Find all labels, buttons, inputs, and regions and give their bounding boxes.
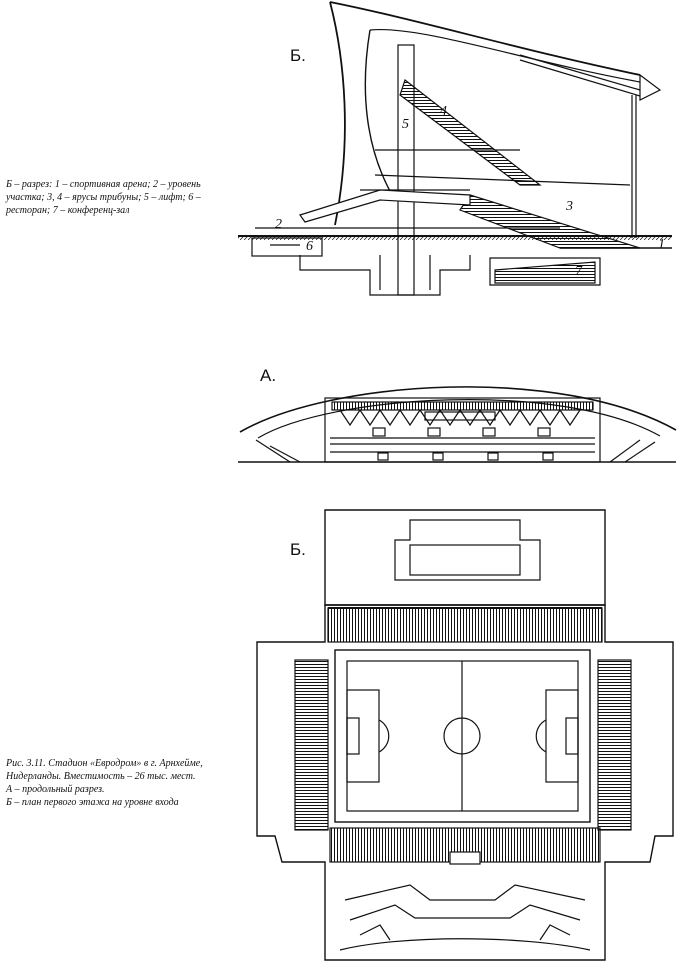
ground-floor-plan-drawing	[256, 509, 674, 961]
section-b-label: Б.	[290, 46, 306, 65]
cross-section-number-labels: 1 2 3 4 5 6 7	[275, 104, 665, 279]
section-number-label: 6	[306, 239, 313, 254]
section-number-label: 7	[575, 264, 583, 279]
figure-caption-line-b: Б – план первого этажа на уровне входа	[6, 797, 179, 808]
figure-caption: Рис. 3.11. Стадион «Евродром» в г. Арнхе…	[6, 757, 236, 809]
section-number-label: 5	[402, 117, 409, 132]
section-number-label: 2	[275, 217, 282, 232]
longitudinal-section-drawing	[238, 386, 677, 463]
plan-b-label: Б.	[290, 540, 306, 559]
section-number-label: 3	[565, 199, 573, 214]
section-number-label: 4	[440, 104, 447, 119]
section-legend-caption: Б – разрез: 1 – спортивная арена; 2 – ур…	[6, 179, 201, 216]
cross-section-drawing	[238, 1, 672, 296]
figure-caption-title: Рис. 3.11. Стадион «Евродром» в г. Арнхе…	[6, 758, 203, 782]
section-number-label: 1	[658, 237, 665, 252]
figure-caption-line-a: А – продольный разрез.	[6, 784, 105, 795]
section-a-label: А.	[260, 366, 277, 385]
